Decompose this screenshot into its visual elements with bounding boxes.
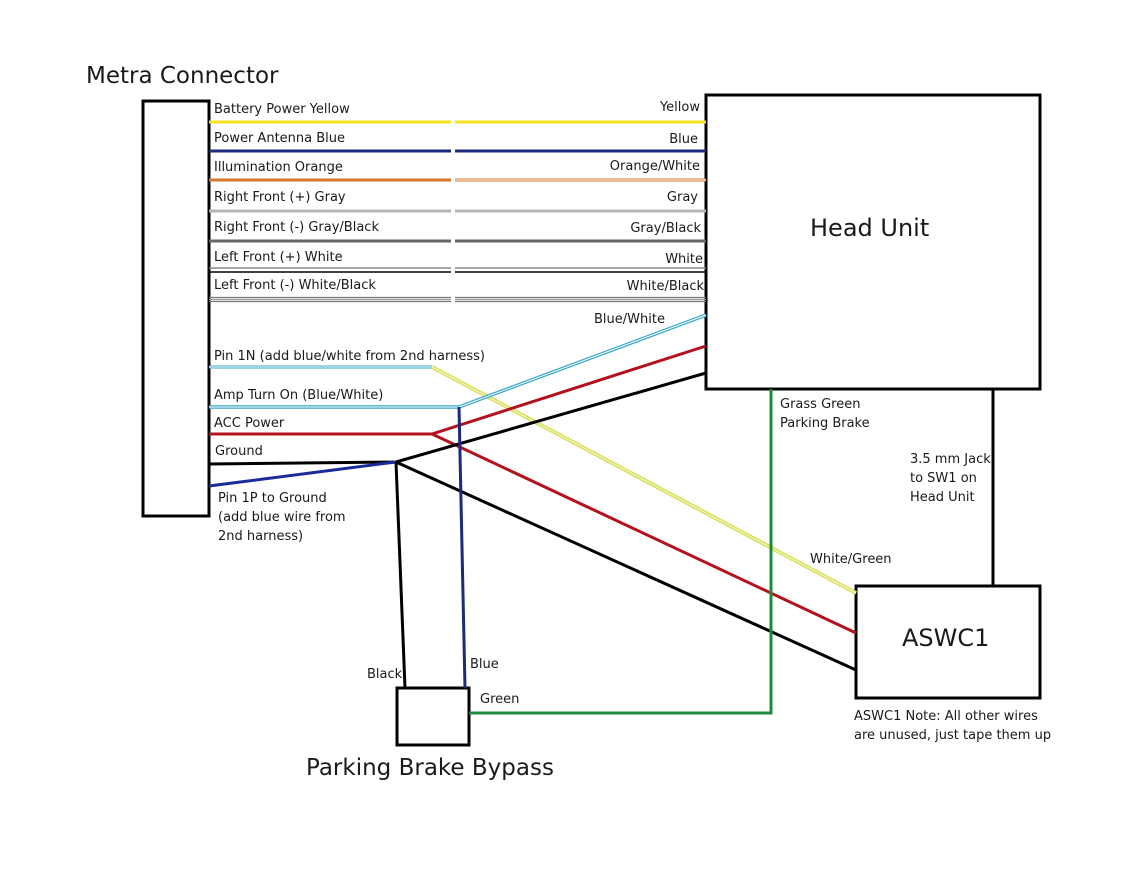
harness-right-label: White/Black: [626, 279, 704, 294]
green-label: Green: [480, 692, 520, 707]
wire-bypass-blue: [457, 406, 467, 689]
harness-right-label: Gray/Black: [630, 221, 701, 236]
harness-left-label: Right Front (+) Gray: [214, 190, 346, 205]
harness-left-label: Illumination Orange: [214, 160, 343, 175]
pin1n-label: Pin 1N (add blue/white from 2nd harness): [214, 349, 485, 364]
wire-bypass-black: [394, 461, 407, 689]
harness-left-label: Battery Power Yellow: [214, 102, 350, 117]
wire-pin1p: [208, 460, 397, 488]
black-label: Black: [367, 667, 403, 682]
harness-left-label: Right Front (-) Gray/Black: [214, 220, 379, 235]
harness-right-label: Gray: [666, 190, 698, 205]
aswc-note-line2: are unused, just tape them up: [854, 728, 1052, 743]
aswc-label: ASWC1: [902, 624, 990, 652]
white-green-label: White/Green: [810, 552, 892, 567]
wire-white-green: [431, 365, 857, 595]
aswc-note-line1: ASWC1 Note: All other wires: [854, 709, 1038, 724]
ground-label: Ground: [215, 444, 263, 459]
harness-right-label: Orange/White: [609, 159, 700, 174]
blue-white-label: Blue/White: [594, 312, 665, 327]
amp-turn-on-label: Amp Turn On (Blue/White): [214, 388, 384, 403]
bypass-box: [395, 686, 471, 747]
metra-connector-title: Metra Connector: [86, 63, 279, 89]
wire-parking-brake-green: [469, 389, 773, 715]
metra-connector-box: [141, 99, 211, 518]
aswc-box: [854, 584, 1042, 700]
harness-wire: [209, 296, 706, 303]
harness-left-label: Power Antenna Blue: [214, 131, 346, 146]
pin1p-label-line3: 2nd harness): [218, 529, 304, 544]
harness-left-label: Left Front (+) White: [214, 250, 343, 265]
acc-power-label: ACC Power: [214, 416, 285, 431]
harness-wire: [209, 267, 706, 273]
head-unit-box: [704, 93, 1042, 391]
jack-label-line1: 3.5 mm Jack: [910, 452, 991, 467]
grass-green-label-line2: Parking Brake: [780, 416, 870, 431]
bypass-title: Parking Brake Bypass: [306, 755, 554, 781]
wire-ground-to-aswc: [395, 460, 857, 672]
head-unit-label: Head Unit: [810, 214, 930, 242]
grass-green-label-line1: Grass Green: [780, 397, 861, 412]
harness-left-label: Left Front (-) White/Black: [214, 278, 376, 293]
harness-right-label: Blue: [669, 132, 698, 147]
harness-right-label: White: [665, 252, 703, 267]
jack-label-line2: to SW1 on: [910, 471, 977, 486]
wire-acc-to-aswc: [431, 432, 857, 635]
blue-label: Blue: [470, 657, 499, 672]
harness-right-label: Yellow: [659, 100, 700, 115]
jack-label-line3: Head Unit: [910, 490, 975, 505]
pin1p-label-line2: (add blue wire from: [218, 510, 346, 525]
pin1p-label-line1: Pin 1P to Ground: [218, 491, 327, 506]
